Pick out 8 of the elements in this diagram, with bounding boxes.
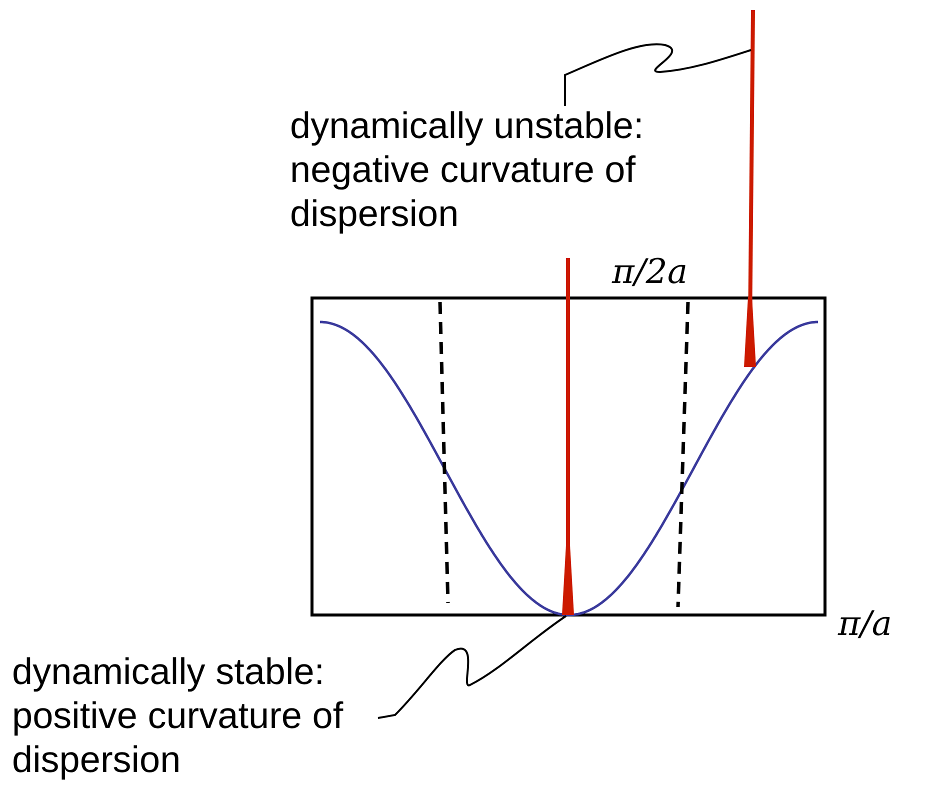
annotation-text: dynamically stable: positive curvature of dispersion	[12, 650, 387, 782]
axis-label: π/2a	[612, 252, 688, 292]
leader-line	[564, 43, 752, 106]
pointer-arrow	[744, 10, 756, 367]
axis-label: π/a	[838, 604, 892, 644]
annotation-text: dynamically unstable: negative curvature of dispersion	[290, 104, 690, 236]
leader-line	[378, 615, 567, 719]
pointer-arrow	[562, 258, 574, 615]
